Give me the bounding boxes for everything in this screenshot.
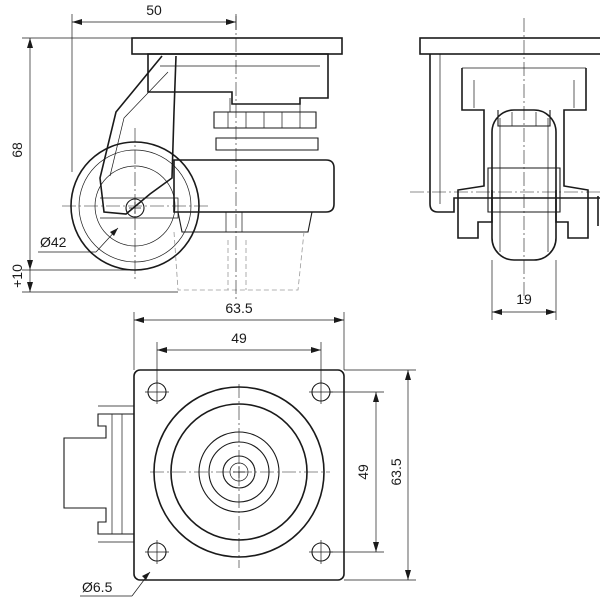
side-top-plate <box>131 37 343 55</box>
dim-hole-diameter: Ø6.5 <box>82 579 113 595</box>
dim-wheel-diameter: Ø42 <box>40 234 67 250</box>
front-fork-right <box>555 68 589 239</box>
front-body-left <box>429 54 600 213</box>
front-fork-left <box>457 68 493 239</box>
dim-plate-height: 63.5 <box>388 458 404 485</box>
side-fork-arm <box>99 55 177 215</box>
top-mounting-plate <box>133 369 345 581</box>
side-base-housing <box>173 159 335 213</box>
dim-adjust: +10 <box>9 264 25 288</box>
dim-offset-width: 50 <box>146 2 162 18</box>
front-top-plate <box>419 37 600 55</box>
top-view-dimensions: 63.5 49 49 63.5 Ø6.5 <box>80 300 416 597</box>
side-adjust-nut <box>213 111 317 129</box>
side-adjust-ring <box>215 137 319 151</box>
dim-wheel-width: 19 <box>516 291 532 307</box>
dim-height: 68 <box>9 142 25 158</box>
front-hub <box>487 167 561 213</box>
dim-hole-spacing-horizontal: 49 <box>231 330 247 346</box>
front-view <box>410 18 600 300</box>
side-foot-pad <box>177 211 313 233</box>
side-view-dimensions: 50 68 +10 Ø42 <box>9 2 237 293</box>
side-view <box>62 16 343 300</box>
front-view-dimensions: 19 <box>491 260 557 320</box>
dim-plate-width: 63.5 <box>225 300 252 316</box>
top-view <box>63 369 345 581</box>
dim-hole-spacing-vertical: 49 <box>355 464 371 480</box>
side-foot-extended <box>173 231 305 291</box>
top-fork-projection <box>63 413 134 535</box>
